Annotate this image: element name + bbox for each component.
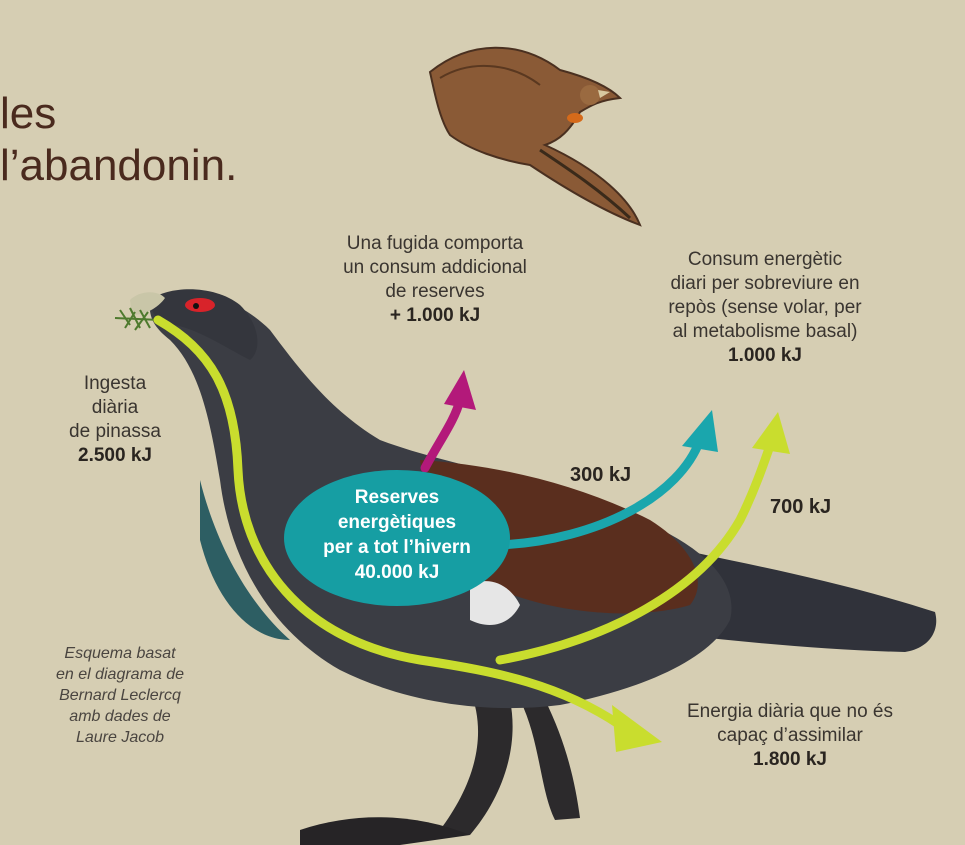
basal-label: Consum energètic diari per sobreviure en… <box>615 248 915 368</box>
flight-line-2: un consum addicional <box>300 256 570 280</box>
source-credit: Esquema basat en el diagrama de Bernard … <box>30 643 210 748</box>
credit-line-2: en el diagrama de <box>30 664 210 685</box>
basal-value: 1.000 kJ <box>615 344 915 368</box>
intake-branch-value: 700 kJ <box>770 496 831 519</box>
flight-flow-arrowhead <box>444 370 476 410</box>
basal-line-1: Consum energètic <box>615 248 915 272</box>
flying-bird-icon <box>430 48 640 225</box>
credit-line-3: Bernard Leclercq <box>30 685 210 706</box>
flight-flow-arrow <box>425 400 460 468</box>
reserves-line-3: per a tot l’hivern <box>297 535 497 560</box>
unassimilated-line-2: capaç d’assimilar <box>640 724 940 748</box>
reserves-value: 40.000 kJ <box>297 560 497 585</box>
flight-label: Una fugida comporta un consum addicional… <box>300 232 570 328</box>
unassimilated-line-1: Energia diària que no és <box>640 700 940 724</box>
basal-lime-arrowhead <box>752 412 790 454</box>
basal-line-4: al metabolisme basal) <box>615 320 915 344</box>
intake-line-3: de pinassa <box>40 420 190 444</box>
reserves-flow-arrowhead <box>682 410 718 452</box>
reserves-line-2: energètiques <box>297 510 497 535</box>
flight-value: + 1.000 kJ <box>300 304 570 328</box>
unassimilated-value: 1.800 kJ <box>640 748 940 772</box>
intake-label: Ingesta diària de pinassa 2.500 kJ <box>40 372 190 468</box>
intake-value: 2.500 kJ <box>40 444 190 468</box>
credit-line-5: Laure Jacob <box>30 727 210 748</box>
flight-line-3: de reserves <box>300 280 570 304</box>
flight-line-1: Una fugida comporta <box>300 232 570 256</box>
unassimilated-label: Energia diària que no és capaç d’assimil… <box>640 700 940 772</box>
reserves-flow-value: 300 kJ <box>570 464 631 487</box>
intake-line-2: diària <box>40 396 190 420</box>
credit-line-1: Esquema basat <box>30 643 210 664</box>
basal-line-2: diari per sobreviure en <box>615 272 915 296</box>
reserves-label: Reserves energètiques per a tot l’hivern… <box>297 485 497 585</box>
reserves-line-1: Reserves <box>297 485 497 510</box>
intake-line-1: Ingesta <box>40 372 190 396</box>
basal-line-3: repòs (sense volar, per <box>615 296 915 320</box>
credit-line-4: amb dades de <box>30 706 210 727</box>
